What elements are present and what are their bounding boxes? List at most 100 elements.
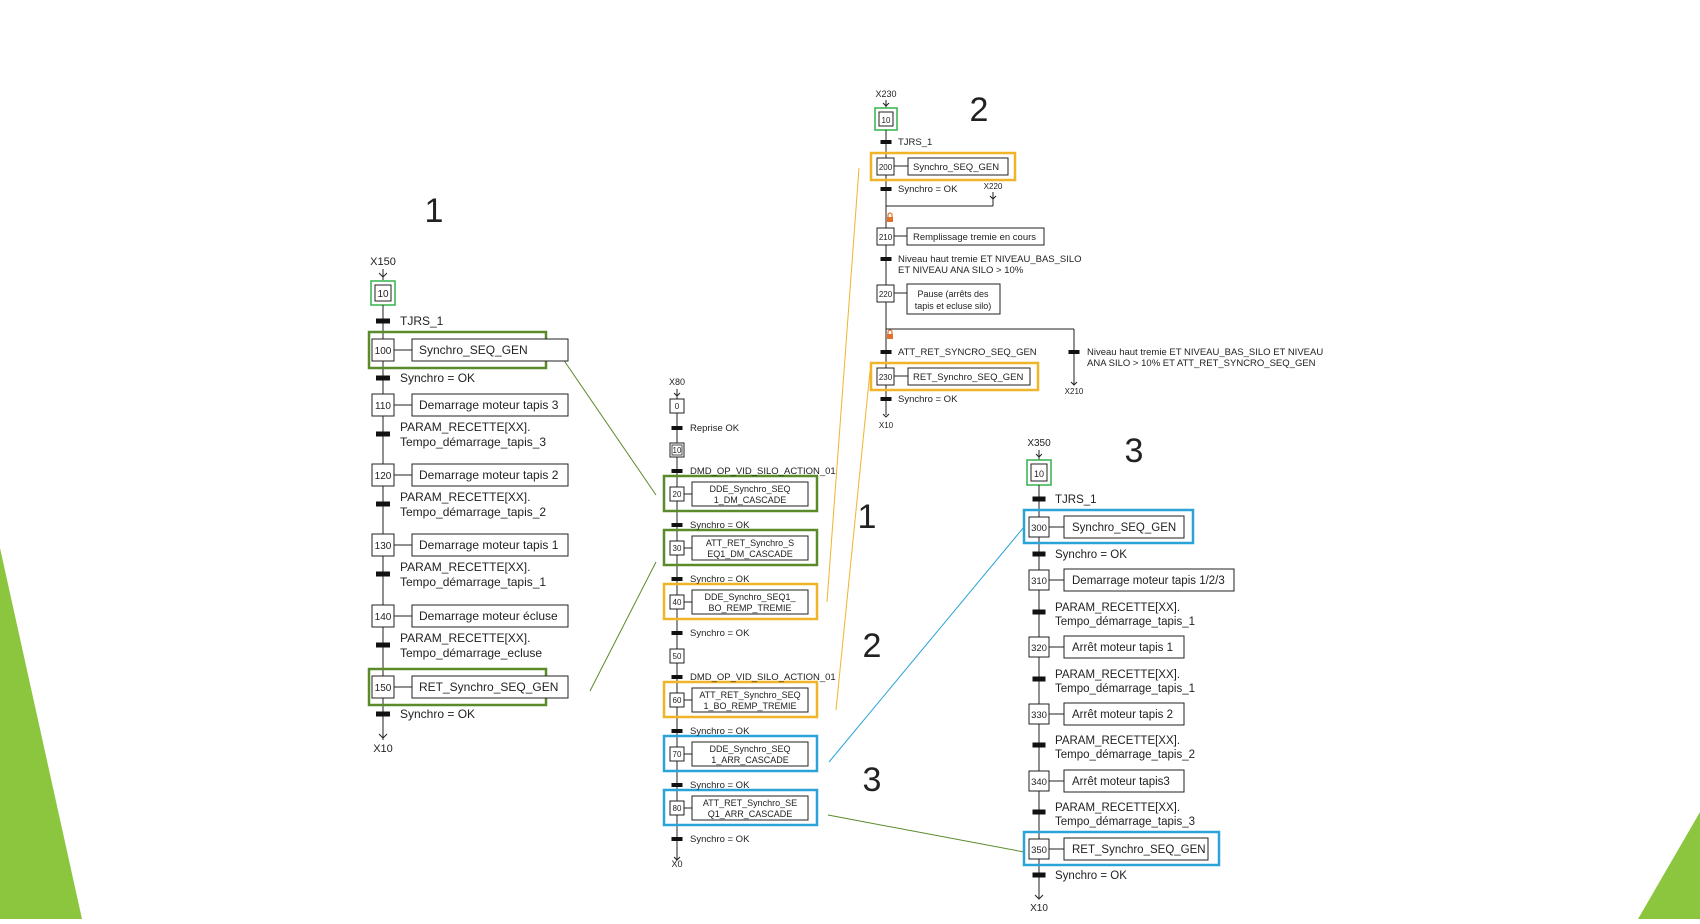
transition-label: Synchro = OK bbox=[898, 394, 958, 405]
step-box bbox=[669, 648, 685, 664]
step-box bbox=[669, 398, 685, 414]
step-number: 330 bbox=[1031, 710, 1047, 721]
step-box bbox=[669, 442, 685, 458]
transition-label: Synchro = OK bbox=[690, 628, 750, 639]
action-box bbox=[411, 338, 569, 362]
action-box bbox=[691, 687, 809, 713]
transition-label: Synchro = OK bbox=[400, 707, 475, 721]
transition-bar bbox=[671, 523, 683, 527]
transition-label: Tempo_démarrage_ecluse bbox=[400, 646, 542, 660]
transition-label: Tempo_démarrage_tapis_3 bbox=[400, 435, 546, 449]
transition-bar bbox=[1068, 350, 1080, 354]
transition-label: ATT_RET_SYNCRO_SEQ_GEN bbox=[898, 347, 1037, 358]
transition-bar bbox=[880, 397, 892, 401]
transition-label: TJRS_1 bbox=[1055, 494, 1097, 506]
initial-step-inner bbox=[1030, 463, 1048, 482]
transition-label: PARAM_RECETTE[XX]. bbox=[400, 560, 530, 574]
transition-bar bbox=[376, 431, 390, 437]
entry-label: X350 bbox=[1027, 438, 1051, 449]
step-number: 150 bbox=[375, 683, 392, 694]
action-label: Arrêt moteur tapis3 bbox=[1072, 776, 1170, 788]
transition-label: PARAM_RECETTE[XX]. bbox=[1055, 669, 1180, 681]
action-label: DDE_Synchro_SEQ bbox=[709, 744, 790, 754]
action-label: 1_BO_REMP_TREMIE bbox=[703, 701, 796, 711]
action-box bbox=[691, 481, 809, 507]
transition-label: Reprise OK bbox=[690, 423, 740, 434]
transition-bar bbox=[671, 783, 683, 787]
arrow-icon bbox=[378, 733, 388, 739]
action-label: Demarrage moteur tapis 1 bbox=[419, 538, 559, 552]
section-number: 2 bbox=[970, 91, 989, 129]
highlight-frame-orange bbox=[869, 151, 1017, 182]
action-label: tapis et ecluse silo) bbox=[915, 301, 992, 311]
lock-icon bbox=[887, 329, 893, 334]
step-number: 20 bbox=[673, 490, 682, 499]
transition-bar bbox=[671, 469, 683, 473]
transition-bar bbox=[376, 571, 390, 577]
action-box bbox=[411, 393, 569, 417]
action-label: Remplissage tremie en cours bbox=[913, 232, 1036, 243]
step-number: 10 bbox=[1034, 469, 1044, 479]
transition-label: Synchro = OK bbox=[400, 371, 475, 385]
corner-triangle-right bbox=[1638, 812, 1700, 919]
action-box bbox=[1063, 568, 1235, 592]
transition-bar bbox=[376, 318, 390, 324]
lock-icon bbox=[887, 217, 893, 222]
transition-bar bbox=[671, 631, 683, 635]
highlight-frame bbox=[662, 582, 819, 621]
highlight-frame bbox=[662, 474, 819, 513]
transition-bar bbox=[376, 711, 390, 717]
step-number: 10 bbox=[673, 446, 682, 455]
transition-label: Tempo_démarrage_tapis_1 bbox=[1055, 683, 1195, 695]
transition-bar bbox=[671, 729, 683, 733]
green-connector bbox=[827, 814, 1025, 853]
transition-label: ANA SILO > 10% ET ATT_RET_SYNCRO_SEQ_GEN bbox=[1087, 358, 1316, 369]
initial-step-inner bbox=[878, 111, 894, 127]
section-number: 3 bbox=[863, 761, 882, 799]
transition-label: PARAM_RECETTE[XX]. bbox=[1055, 602, 1180, 614]
entry-label: X80 bbox=[669, 377, 685, 387]
action-box bbox=[691, 795, 809, 821]
action-label: Synchro_SEQ_GEN bbox=[1072, 522, 1176, 534]
transition-bar bbox=[376, 375, 390, 381]
transition-label: TJRS_1 bbox=[898, 137, 932, 148]
blue-connector bbox=[828, 526, 1025, 763]
transition-label: Niveau haut tremie ET NIVEAU_BAS_SILO bbox=[898, 254, 1082, 265]
highlight-frame bbox=[662, 528, 819, 567]
action-label: RET_Synchro_SEQ_GEN bbox=[913, 372, 1023, 383]
step-number: 10 bbox=[377, 289, 389, 300]
step-number: 40 bbox=[673, 598, 682, 607]
step-number: 320 bbox=[1031, 643, 1047, 654]
highlight-frame bbox=[662, 734, 819, 773]
transition-label: Synchro = OK bbox=[690, 726, 750, 737]
action-box bbox=[691, 589, 809, 615]
step-number: 60 bbox=[673, 696, 682, 705]
arrow-icon bbox=[1070, 381, 1078, 386]
entry-label: X150 bbox=[370, 256, 396, 268]
exit-label: X0 bbox=[671, 859, 682, 869]
lock-icon bbox=[887, 212, 893, 217]
transition-label: Tempo_démarrage_tapis_2 bbox=[1055, 749, 1195, 761]
step-number: 340 bbox=[1031, 777, 1047, 788]
step-number: 310 bbox=[1031, 576, 1047, 587]
action-box bbox=[1063, 769, 1185, 793]
orange-connector bbox=[826, 167, 860, 603]
arrow-icon bbox=[673, 392, 681, 397]
highlight-frame-blue bbox=[1022, 830, 1221, 867]
section-number: 1 bbox=[858, 498, 877, 536]
action-box bbox=[1063, 515, 1185, 539]
action-box bbox=[1063, 837, 1209, 861]
transition-label: Tempo_démarrage_tapis_1 bbox=[1055, 616, 1195, 628]
action-label: Pause (arrêts des bbox=[917, 289, 989, 299]
section-number: 2 bbox=[863, 627, 882, 665]
transition-bar bbox=[1032, 551, 1046, 557]
transition-bar bbox=[671, 675, 683, 679]
action-label: Q1_ARR_CASCADE bbox=[708, 809, 793, 819]
corner-triangle-left bbox=[0, 548, 82, 919]
action-box bbox=[1063, 702, 1185, 726]
transition-label: Synchro = OK bbox=[1055, 549, 1127, 561]
step-number: 120 bbox=[375, 471, 392, 482]
transition-label: Tempo_démarrage_tapis_1 bbox=[400, 575, 546, 589]
